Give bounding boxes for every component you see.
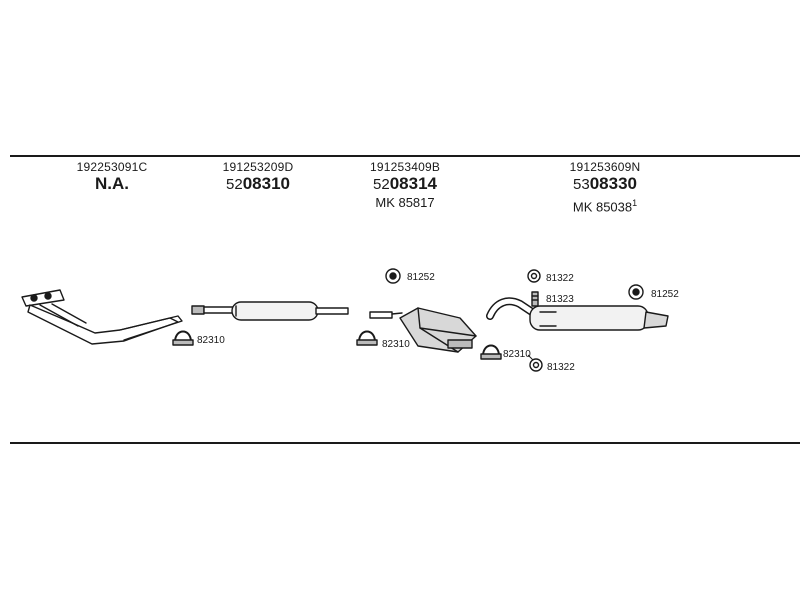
bolt-icon xyxy=(531,291,539,307)
rubber-mount-icon xyxy=(628,284,644,300)
clamp-icon xyxy=(480,344,502,360)
top-divider-line xyxy=(10,155,800,157)
clamp-icon xyxy=(356,330,378,346)
ring-icon xyxy=(529,358,543,372)
rubber-mount-label: 81252 xyxy=(407,272,435,283)
bolt-label: 81323 xyxy=(546,294,574,305)
rear-muffler-drawing xyxy=(486,297,669,331)
clamp-label: 82310 xyxy=(382,339,410,350)
center-muffler-drawing xyxy=(369,307,477,353)
part-number: 5208314 xyxy=(373,174,437,193)
ring-label: 81322 xyxy=(546,273,574,284)
rubber-mount-icon xyxy=(385,268,401,284)
part-number: N.A. xyxy=(95,174,129,193)
oe-number: 192253091C xyxy=(76,160,148,174)
mounting-kit-number: MK 850381 xyxy=(572,198,638,215)
front-pipe-drawing xyxy=(21,289,183,345)
part-number: 5208310 xyxy=(226,174,290,193)
oe-number: 191253209D xyxy=(222,160,294,174)
oe-number: 191253409B xyxy=(369,160,441,174)
part-number: 5308330 xyxy=(573,174,637,193)
part-column-middle-pipe: 191253209D 5208310 xyxy=(178,160,338,195)
part-column-front-pipe: 192253091C N.A. xyxy=(32,160,192,195)
rubber-mount-label: 81252 xyxy=(651,289,679,300)
middle-pipe-drawing xyxy=(191,301,349,321)
bottom-divider-line xyxy=(10,442,800,444)
oe-number: 191253609N xyxy=(569,160,641,174)
part-column-center-muffler: 191253409B 5208314 MK 85817 xyxy=(325,160,485,211)
clamp-icon xyxy=(172,330,194,346)
mounting-kit-number: MK 85817 xyxy=(375,195,435,210)
clamp-label: 82310 xyxy=(197,335,225,346)
part-column-rear-muffler: 191253609N 5308330 MK 850381 xyxy=(525,160,685,215)
ring-label: 81322 xyxy=(547,362,575,373)
ring-icon xyxy=(527,269,541,283)
clamp-label: 82310 xyxy=(503,349,531,360)
